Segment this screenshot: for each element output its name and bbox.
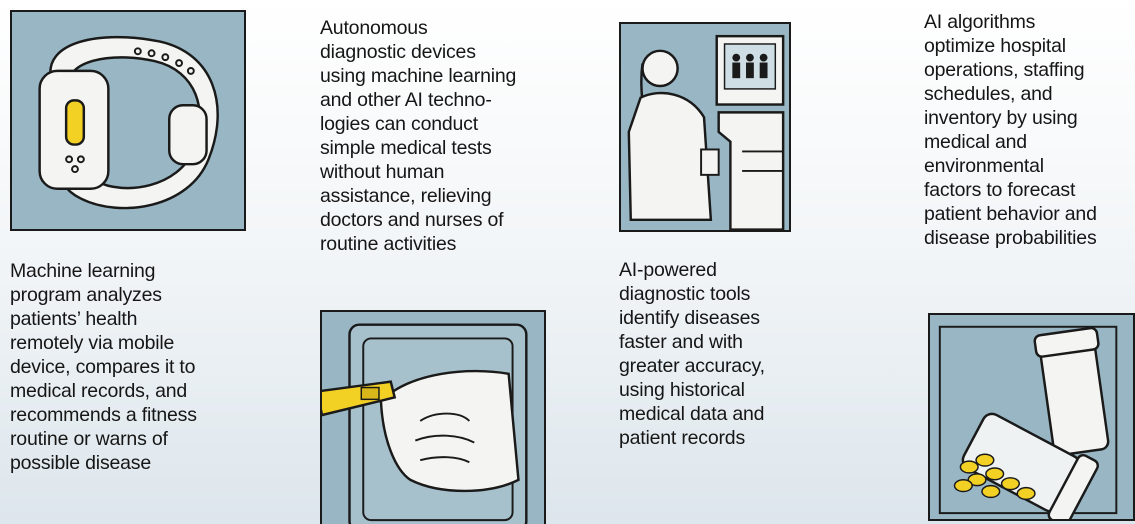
clinician-at-monitor-icon: [627, 34, 785, 230]
diagnostic-caption: AI-powered diagnostic tools identify dis…: [619, 258, 765, 450]
caption-line: using historical: [619, 379, 745, 401]
caption-line: patients’ health: [10, 308, 138, 330]
caption-line: disease probabilities: [924, 227, 1097, 249]
wearable-caption: Machine learning program analyzes patien…: [10, 259, 197, 475]
caption-line: patient behavior and: [924, 203, 1097, 225]
caption-line: using machine learning: [320, 65, 517, 87]
caption-line: program analyzes: [10, 284, 162, 306]
caption-line: routine or warns of: [10, 428, 168, 450]
autonomous-caption: Autonomous diagnostic devices using mach…: [320, 16, 516, 256]
caption-line: inventory by using: [924, 107, 1078, 129]
caption-line: operations, staffing: [924, 59, 1085, 81]
pill-bottles-icon: [938, 325, 1118, 519]
caption-line: routine activities: [320, 233, 457, 255]
caption-line: Autonomous: [320, 17, 428, 39]
caption-line: optimize hospital: [924, 35, 1066, 57]
caption-line: logies can conduct: [320, 113, 478, 135]
caption-line: schedules, and: [924, 83, 1053, 105]
caption-line: simple medical tests: [320, 137, 492, 159]
caption-line: medical data and: [619, 403, 765, 425]
caption-line: greater accuracy,: [619, 355, 765, 377]
caption-line: device, compares it to: [10, 356, 196, 378]
caption-line: without human: [320, 161, 445, 183]
autonomous-panel: [320, 310, 546, 524]
caption-line: environmental: [924, 155, 1044, 177]
caption-line: diagnostic devices: [320, 41, 476, 63]
caption-line: identify diseases: [619, 307, 760, 329]
caption-line: remotely via mobile: [10, 332, 175, 354]
caption-line: recommends a fitness: [10, 404, 197, 426]
operations-caption: AI algorithms optimize hospital operatio…: [924, 10, 1097, 250]
caption-line: medical records, and: [10, 380, 188, 402]
caption-line: factors to forecast: [924, 179, 1076, 201]
caption-line: AI algorithms: [924, 11, 1036, 33]
gloved-hand-test-strip-icon: [322, 323, 528, 524]
caption-line: Machine learning: [10, 260, 156, 282]
caption-line: diagnostic tools: [619, 283, 751, 305]
caption-line: doctors and nurses of: [320, 209, 504, 231]
caption-line: and other AI techno-: [320, 89, 492, 111]
caption-line: possible disease: [10, 452, 151, 474]
diagnostic-panel: [619, 22, 791, 232]
caption-line: patient records: [619, 427, 745, 449]
caption-line: assistance, relieving: [320, 185, 492, 207]
caption-line: faster and with: [619, 331, 743, 353]
caption-line: medical and: [924, 131, 1027, 153]
caption-line: AI-powered: [619, 259, 717, 281]
smartwatch-icon: [38, 35, 219, 210]
operations-panel: [928, 313, 1135, 521]
wearable-panel: [10, 10, 246, 231]
